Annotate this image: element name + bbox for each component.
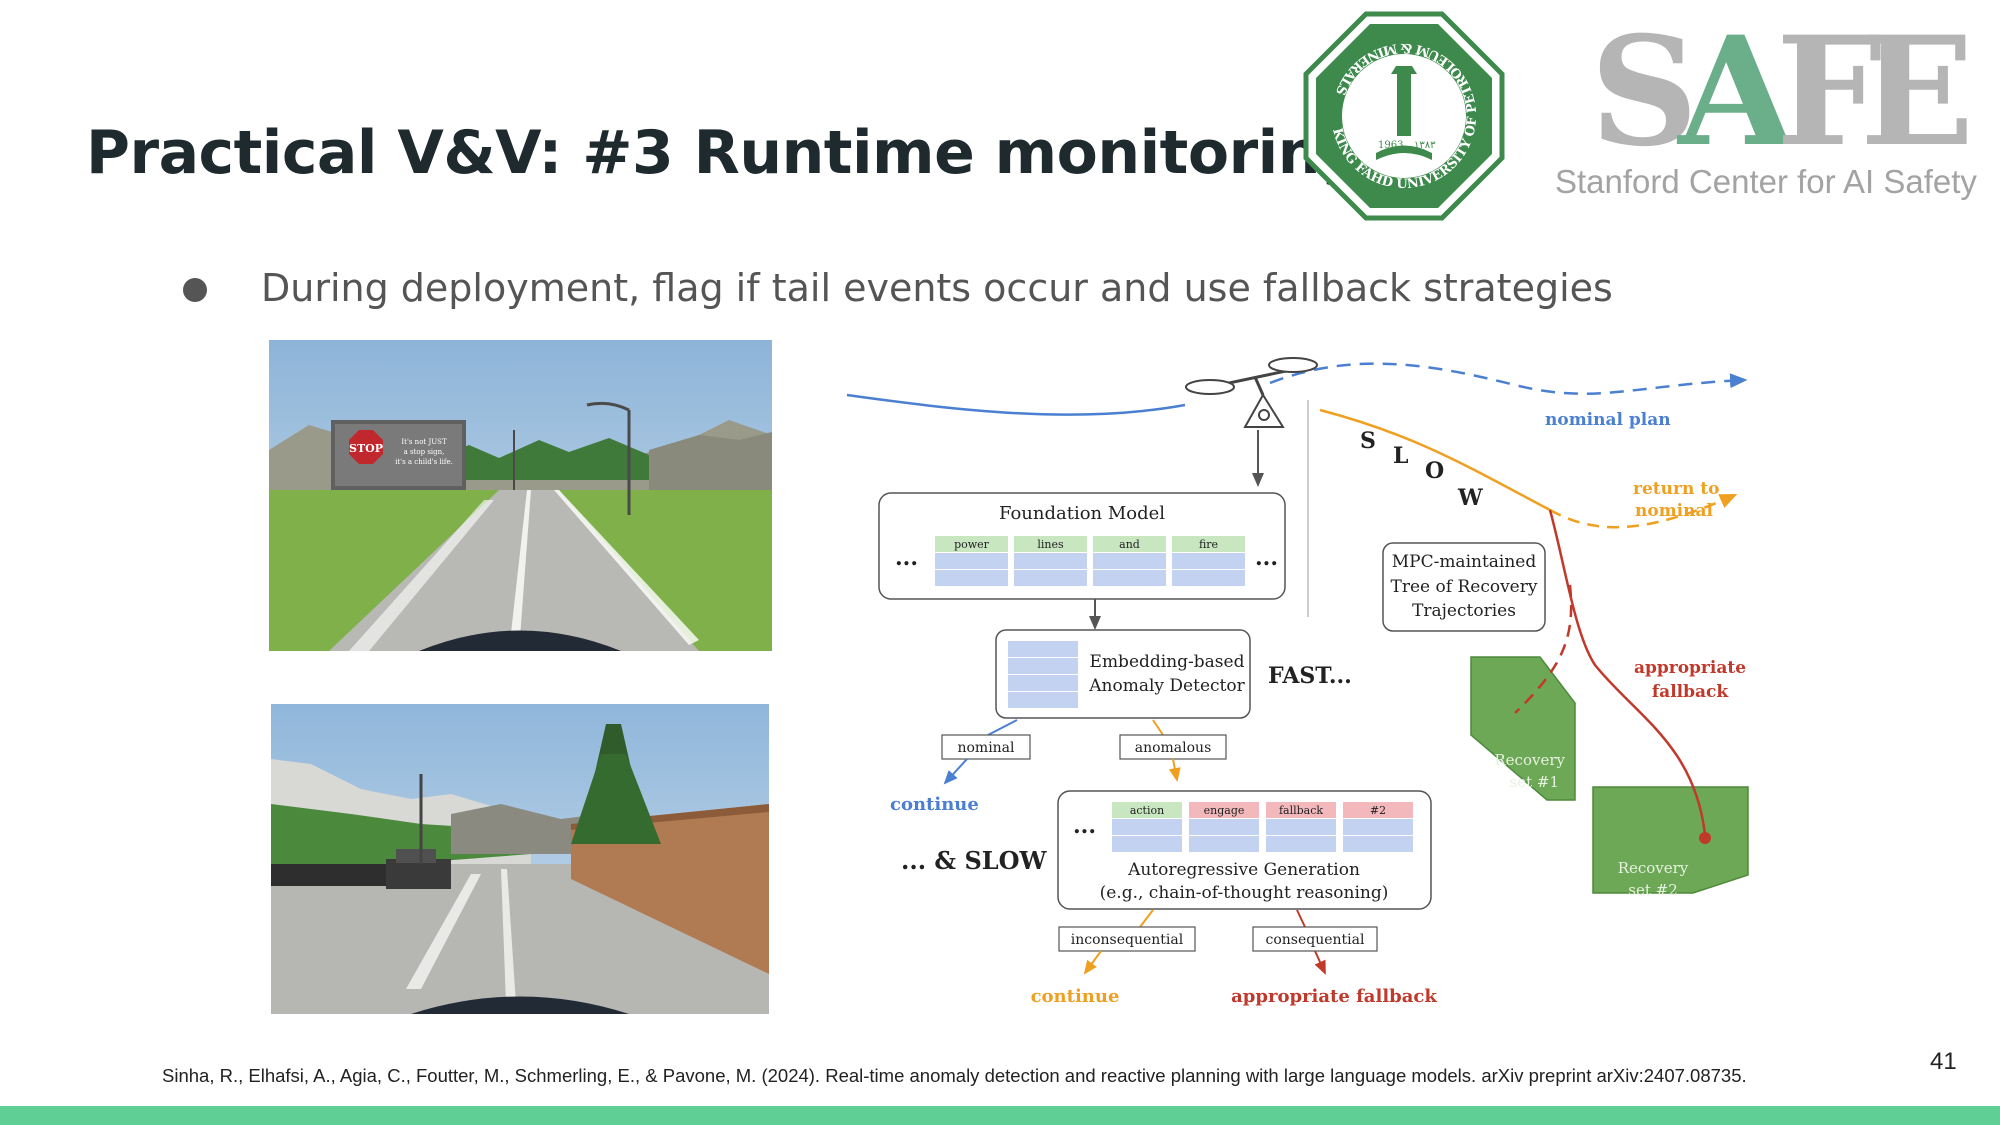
- consequential-label-box: [1252, 926, 1378, 952]
- token-label: lines: [1037, 538, 1064, 551]
- continue-blue-label: continue: [890, 794, 979, 815]
- foundation-model-box: Foundation Model ... ... power lines and fi…: [878, 492, 1286, 600]
- driving-scene-billboard-image: STOP It's not JUST a stop sign, it's a c…: [269, 340, 772, 651]
- token-column: lines: [1014, 536, 1087, 586]
- return-to-nominal-label-1: return to: [1633, 479, 1719, 499]
- detector-token: [1008, 658, 1078, 674]
- fm-ellipsis-left: ...: [895, 545, 918, 571]
- and-slow-label: ... & SLOW: [901, 846, 1048, 875]
- fallback-target-dot: [1699, 832, 1711, 844]
- detector-token: [1008, 675, 1078, 691]
- detector-line-2: Anomaly Detector: [1088, 676, 1245, 696]
- mpc-tree-box: MPC-maintained Tree of Recovery Trajecto…: [1382, 542, 1546, 632]
- token-label: and: [1119, 538, 1140, 551]
- billboard-line-2: a stop sign,: [404, 448, 445, 456]
- recovery-path-1-line: [1514, 584, 1573, 714]
- page-number: 41: [1930, 1048, 1957, 1075]
- gen-ellipsis: ...: [1073, 813, 1096, 839]
- token-column: power: [935, 536, 1008, 586]
- billboard-line-3: it's a child's life.: [395, 458, 453, 466]
- recovery-set-2-line-2: set #2: [1628, 881, 1677, 899]
- token-column: fallback: [1266, 802, 1336, 852]
- slow-trajectory-line: [1319, 408, 1551, 512]
- detector-token: [1008, 641, 1078, 657]
- mpc-tree-line-2: Tree of Recovery: [1391, 577, 1538, 597]
- seal-year-gregorian: 1963: [1378, 140, 1403, 151]
- slow-letter-l: L: [1393, 443, 1408, 469]
- driving-scene-truck-image: [271, 704, 769, 1014]
- slide-title: Practical V&V: #3 Runtime monitoring: [86, 118, 1363, 188]
- consequential-label: consequential: [1266, 932, 1365, 948]
- recovery-set-1-line-1: Recovery: [1494, 751, 1565, 769]
- safe-letter-a: A: [1676, 22, 1797, 180]
- appropriate-fallback-right-1: appropriate: [1634, 658, 1746, 678]
- token-label: power: [954, 538, 990, 551]
- autoregressive-generation-box: ... action engage fallback #2 Autoregressiv…: [1057, 790, 1432, 910]
- token-label: engage: [1204, 804, 1245, 817]
- anomalous-label-box: [1119, 734, 1227, 760]
- token-label: action: [1130, 804, 1164, 817]
- token-column: engage: [1189, 802, 1259, 852]
- recovery-set-1-region: [1470, 656, 1576, 801]
- detector-token: [1008, 692, 1078, 708]
- past-trajectory-line: [846, 393, 1186, 416]
- token-label: fallback: [1279, 804, 1323, 817]
- safe-letter-f: F: [1776, 22, 1883, 180]
- slow-letter-o: O: [1425, 458, 1444, 484]
- drone-icon: [1185, 357, 1318, 428]
- token-column: fire: [1172, 536, 1245, 586]
- detector-line-1: Embedding-based: [1090, 652, 1245, 672]
- inconsequential-label-box: [1058, 926, 1196, 952]
- anomaly-detector-box: Embedding-based Anomaly Detector: [995, 629, 1251, 719]
- autoregressive-line-1: Autoregressive Generation: [1127, 860, 1360, 880]
- runtime-monitoring-diagram: nominal plan S L O W return to nominal F…: [846, 357, 1749, 1007]
- appropriate-fallback-bottom-label: appropriate fallback: [1231, 986, 1437, 1007]
- nominal-plan-line: [1269, 362, 1748, 395]
- anomalous-label: anomalous: [1135, 740, 1212, 756]
- stop-sign-text: STOP: [349, 442, 383, 455]
- safe-subtitle: Stanford Center for AI Safety: [1555, 163, 1977, 200]
- continue-orange-label: continue: [1031, 986, 1120, 1007]
- token-column: #2: [1343, 802, 1413, 852]
- slow-letter-w: W: [1457, 485, 1483, 511]
- nominal-label-box: [941, 734, 1031, 760]
- recovery-set-2-line-1: Recovery: [1618, 859, 1689, 877]
- token-column: action: [1112, 802, 1182, 852]
- recovery-set-2-region: [1592, 786, 1749, 894]
- return-to-nominal-label-2: nominal: [1635, 501, 1714, 521]
- recovery-set-1-line-2: set #1: [1510, 773, 1559, 791]
- billboard-line-1: It's not JUST: [401, 438, 447, 446]
- mpc-tree-line-3: Trajectories: [1412, 601, 1516, 621]
- token-label: #2: [1370, 804, 1386, 817]
- mpc-tree-line-1: MPC-maintained: [1392, 552, 1537, 572]
- nominal-label: nominal: [957, 740, 1015, 756]
- fm-ellipsis-right: ...: [1255, 545, 1278, 571]
- bullet-text: During deployment, flag if tail events o…: [261, 266, 1613, 310]
- autoregressive-line-2: (e.g., chain-of-thought reasoning): [1100, 883, 1389, 903]
- seal-year-hijri: ١٣٨٣: [1414, 140, 1436, 151]
- bullet-icon: [183, 278, 207, 302]
- safe-letter-s: S: [1590, 22, 1698, 180]
- fast-label: FAST...: [1268, 663, 1352, 689]
- safe-logo: S A F E: [1590, 22, 1974, 180]
- appropriate-fallback-right-2: fallback: [1652, 682, 1729, 702]
- bottom-accent-bar: [0, 1106, 2000, 1125]
- token-column: and: [1093, 536, 1166, 586]
- foundation-model-title: Foundation Model: [999, 503, 1165, 524]
- citation-text: Sinha, R., Elhafsi, A., Agia, C., Foutte…: [162, 1065, 1747, 1086]
- safe-letter-e: E: [1860, 22, 1974, 180]
- kfupm-seal-logo: KING FAHD UNIVERSITY OF PETROLEUM & MINE…: [1303, 11, 1505, 221]
- slow-letter-s: S: [1360, 428, 1376, 454]
- appropriate-fallback-line: [1548, 509, 1707, 836]
- nominal-plan-label: nominal plan: [1545, 410, 1671, 430]
- token-label: fire: [1199, 538, 1218, 551]
- inconsequential-label: inconsequential: [1071, 932, 1184, 948]
